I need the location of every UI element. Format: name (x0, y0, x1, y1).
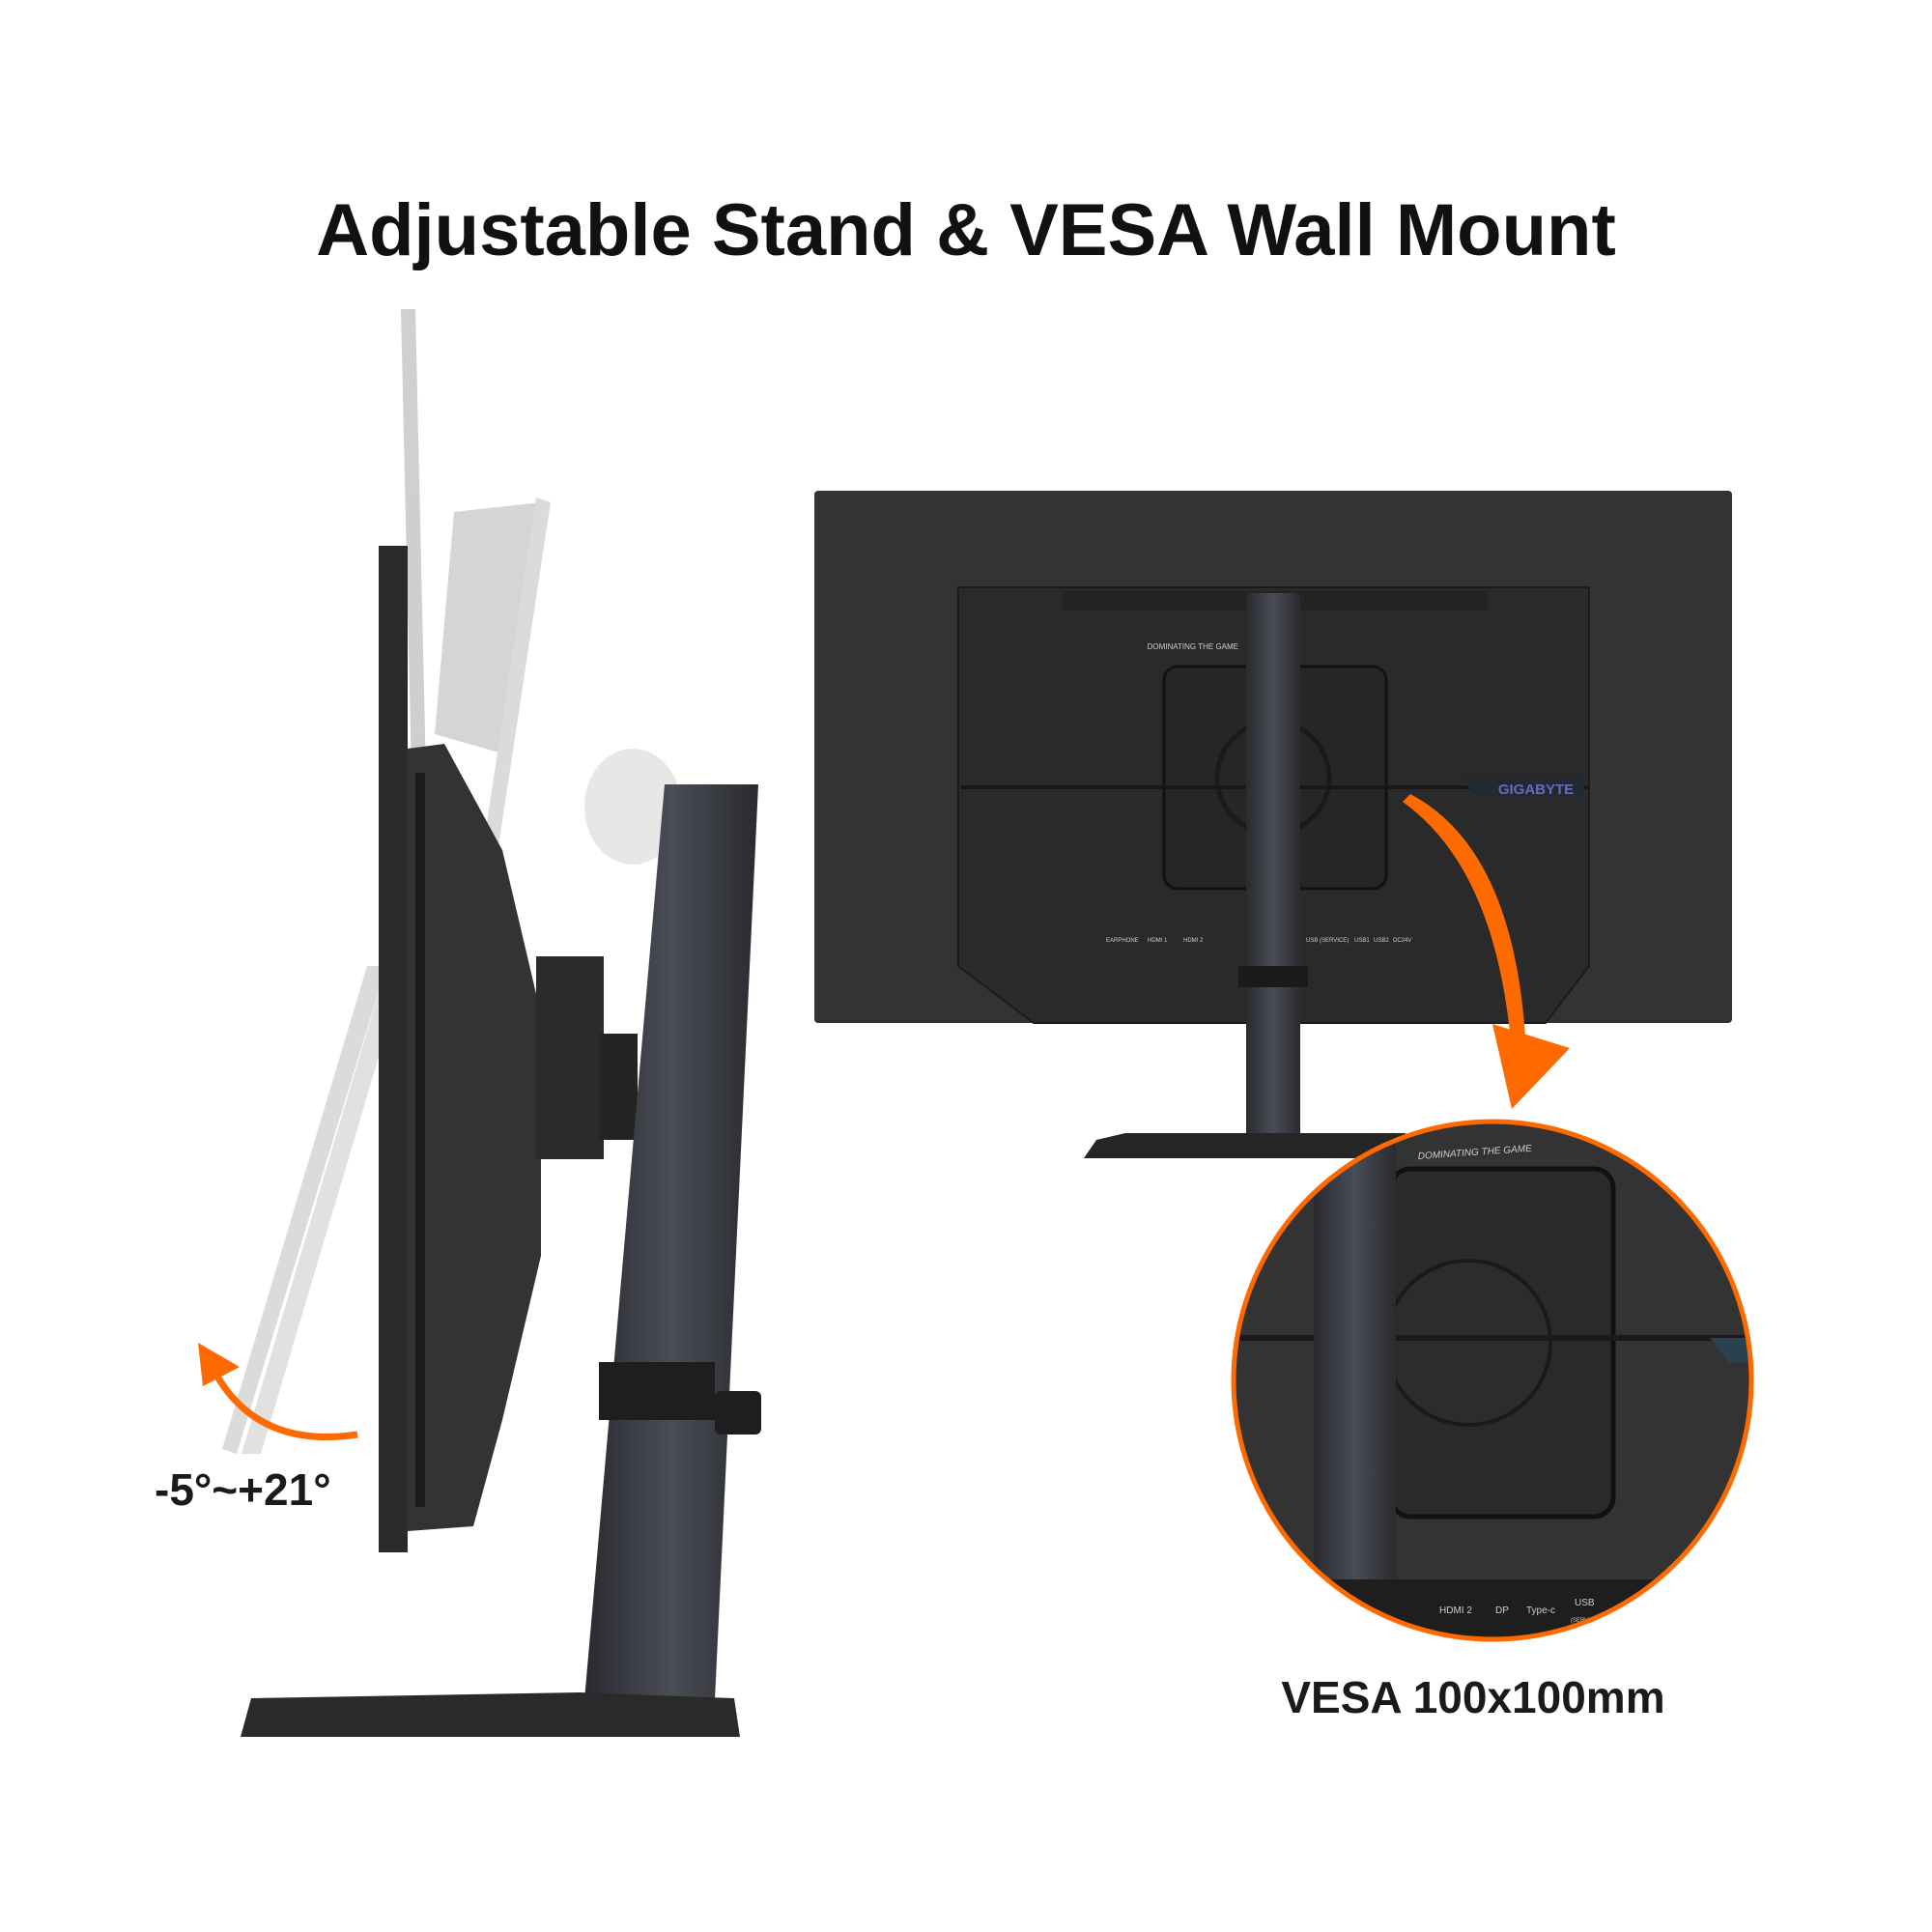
port-label: HDMI 1 (1148, 938, 1168, 944)
tilt-range-label: -5°~+21° (155, 1464, 331, 1515)
port-label: USB1 (1354, 938, 1370, 944)
page-title: Adjustable Stand & VESA Wall Mount (316, 189, 1616, 271)
zoom-port-label: Type-c (1526, 1605, 1555, 1616)
zoom-circle-border (1231, 1119, 1754, 1642)
side-view-stand (241, 784, 761, 1737)
brand-logo: GIGABYTE (1498, 781, 1574, 798)
zoom-arrowhead-icon (1492, 1024, 1570, 1109)
zoom-arrow-icon (1403, 794, 1526, 1053)
tilt-arrowhead-icon (198, 1343, 240, 1386)
zoom-port-label: HDMI 2 (1439, 1605, 1472, 1616)
rear-view-labels: GIGABYTE DOMINATING THE GAME EARPHONE HD… (1106, 642, 1574, 944)
port-label: HDMI 2 (1183, 938, 1204, 944)
side-view-monitor (379, 546, 638, 1552)
slogan-text: DOMINATING THE GAME (1148, 642, 1238, 651)
zoom-port-label: USB (1575, 1598, 1595, 1608)
rear-view-stand (1084, 593, 1406, 1158)
vesa-spec-label: VESA 100x100mm (1281, 1672, 1665, 1722)
port-label: DC24V (1393, 938, 1411, 944)
vesa-detail-zoom: DOMINATING THE GAME HDMI 2 DP Type-c USB… (1236, 1123, 1749, 1637)
port-label: USB (SERVICE) (1306, 938, 1349, 944)
port-label: EARPHONE (1106, 938, 1139, 944)
port-label: USB2 (1374, 938, 1389, 944)
zoom-port-label: DP (1495, 1605, 1509, 1616)
tilt-arrow-icon (213, 1375, 358, 1440)
